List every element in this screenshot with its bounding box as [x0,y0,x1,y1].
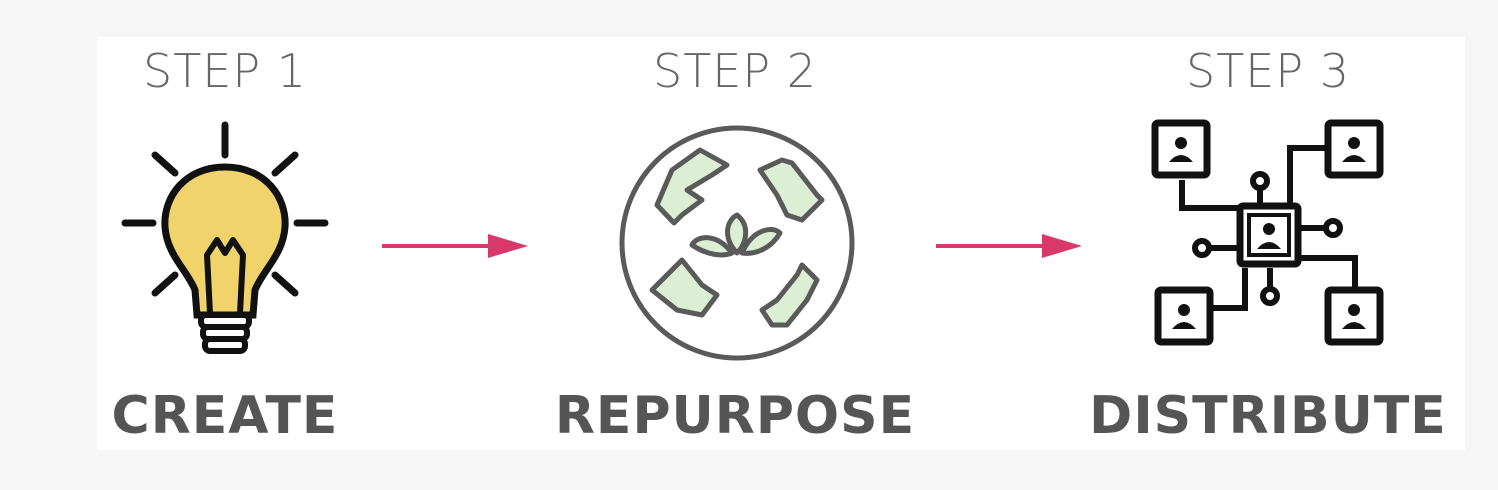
step-3-number: STEP 3 [1186,44,1350,98]
step-2-number: STEP 2 [653,44,817,98]
recycle-icon [619,125,855,361]
arrow-right-icon [936,234,1082,258]
step-2-name: REPURPOSE [554,386,916,446]
arrow-right-icon [382,234,528,258]
step-1-name: CREATE [111,386,339,446]
lightbulb-icon [121,121,329,354]
network-icon [1151,119,1384,346]
step-3-name: DISTRIBUTE [1089,386,1447,446]
step-1-number: STEP 1 [143,44,307,98]
